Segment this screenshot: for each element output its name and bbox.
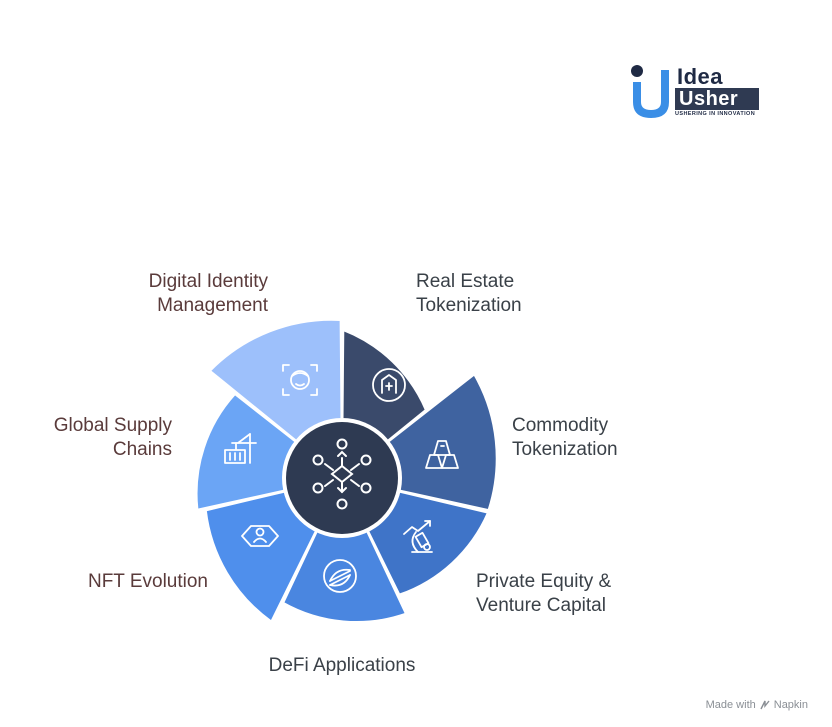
logo-mark-icon [631, 65, 669, 118]
label-real-estate-tokenization: Real Estate Tokenization [416, 271, 522, 316]
idea-usher-logo: Idea Usher USHERING IN INNOVATION [631, 62, 763, 120]
gold-bars-icon [425, 440, 459, 469]
microscope-growth-icon [403, 520, 433, 553]
label-private-equity-venture-capital: Private Equity & Venture Capital [476, 571, 612, 616]
center-hub [286, 422, 398, 534]
real-estate-token-icon [372, 368, 406, 402]
logo-word-idea: Idea [677, 64, 724, 89]
face-scan-icon [282, 364, 318, 396]
label-defi-applications: DeFi Applications [268, 655, 416, 676]
napkin-icon [760, 700, 770, 710]
made-with-napkin-credit: Made with Napkin [706, 699, 808, 711]
label-digital-identity-management: Digital Identity Management [148, 271, 268, 316]
label-commodity-tokenization: Commodity Tokenization [512, 415, 618, 460]
logo-word-usher: Usher [675, 88, 759, 110]
napkin-brand-text: Napkin [773, 699, 808, 711]
label-nft-evolution: NFT Evolution [87, 571, 208, 592]
hexagon-user-icon [241, 525, 279, 547]
network-hub-icon [312, 438, 372, 510]
made-with-text: Made with [705, 699, 756, 711]
label-global-supply-chains: Global Supply Chains [53, 415, 172, 460]
logo-tagline: USHERING IN INNOVATION [675, 111, 756, 117]
crane-container-icon [224, 433, 257, 464]
stellar-coin-icon [323, 559, 357, 593]
